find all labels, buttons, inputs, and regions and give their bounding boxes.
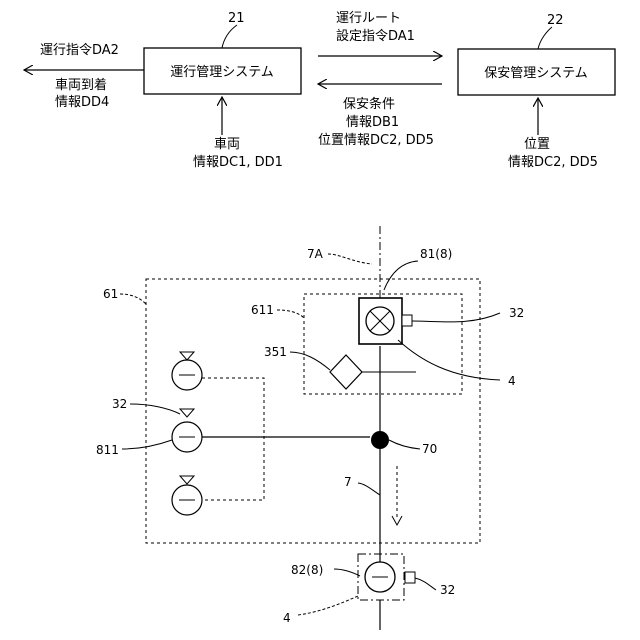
area-61 — [146, 279, 480, 543]
node-811-label: 811 — [96, 443, 119, 457]
device-top — [172, 352, 202, 390]
vehicle-info-line1: 車両 — [214, 137, 240, 152]
diamond-label: 351 — [264, 345, 287, 359]
sensor-left-label: 32 — [112, 397, 127, 411]
safety-system-label: 保安管理システム — [484, 66, 588, 81]
line-7a-label: 7A — [307, 247, 324, 261]
lower-ref-label: 82(8) — [291, 563, 323, 577]
device-middle — [172, 409, 202, 452]
safety-info-line3: 位置情報DC2, DD5 — [318, 133, 434, 148]
arrival-info-line1: 車両到着 — [55, 77, 107, 93]
track-7-label: 7 — [344, 475, 352, 489]
operation-system-ref: 21 — [228, 11, 245, 26]
area-611-label: 611 — [251, 303, 274, 317]
route-command-line2: 設定指令DA1 — [336, 28, 415, 44]
position-info-line1: 位置 — [524, 137, 550, 152]
track-4-top-label: 4 — [508, 374, 516, 388]
diamond-351 — [330, 355, 416, 389]
operation-command-label: 運行指令DA2 — [40, 43, 119, 58]
switch-ref-label: 81(8) — [420, 247, 452, 261]
switch-81 — [359, 298, 412, 344]
area-61-label: 61 — [103, 287, 118, 301]
top-system-diagram: 運行管理システム 21 保安管理システム 22 運行指令DA2 車両到着 情報D… — [24, 11, 615, 170]
junction-label: 70 — [422, 442, 437, 456]
device-82 — [358, 554, 415, 600]
safety-system-ref: 22 — [547, 13, 564, 28]
operation-system-label: 運行管理システム — [170, 65, 274, 80]
device-bottom — [172, 476, 202, 515]
sensor-top-label: 32 — [509, 306, 524, 320]
arrival-info-line2: 情報DD4 — [55, 95, 109, 110]
safety-info-line2: 情報DB1 — [346, 115, 399, 130]
track-layout-diagram: 61 611 7A 81(8) 32 4 — [96, 226, 524, 630]
sensor-bottom-label: 32 — [440, 583, 455, 597]
direction-arrow-head — [392, 516, 402, 525]
operation-management-system: 運行管理システム 21 — [144, 11, 301, 94]
vehicle-info-line2: 情報DC1, DD1 — [193, 155, 283, 170]
route-command-line1: 運行ルート — [336, 11, 401, 26]
junction-70 — [371, 431, 389, 449]
safety-info-line1: 保安条件 — [343, 96, 395, 112]
device-connector — [202, 378, 264, 500]
safety-management-system: 保安管理システム 22 — [458, 13, 615, 95]
track-4-bottom-label: 4 — [283, 611, 291, 625]
position-info-line2: 情報DC2, DD5 — [508, 155, 598, 170]
